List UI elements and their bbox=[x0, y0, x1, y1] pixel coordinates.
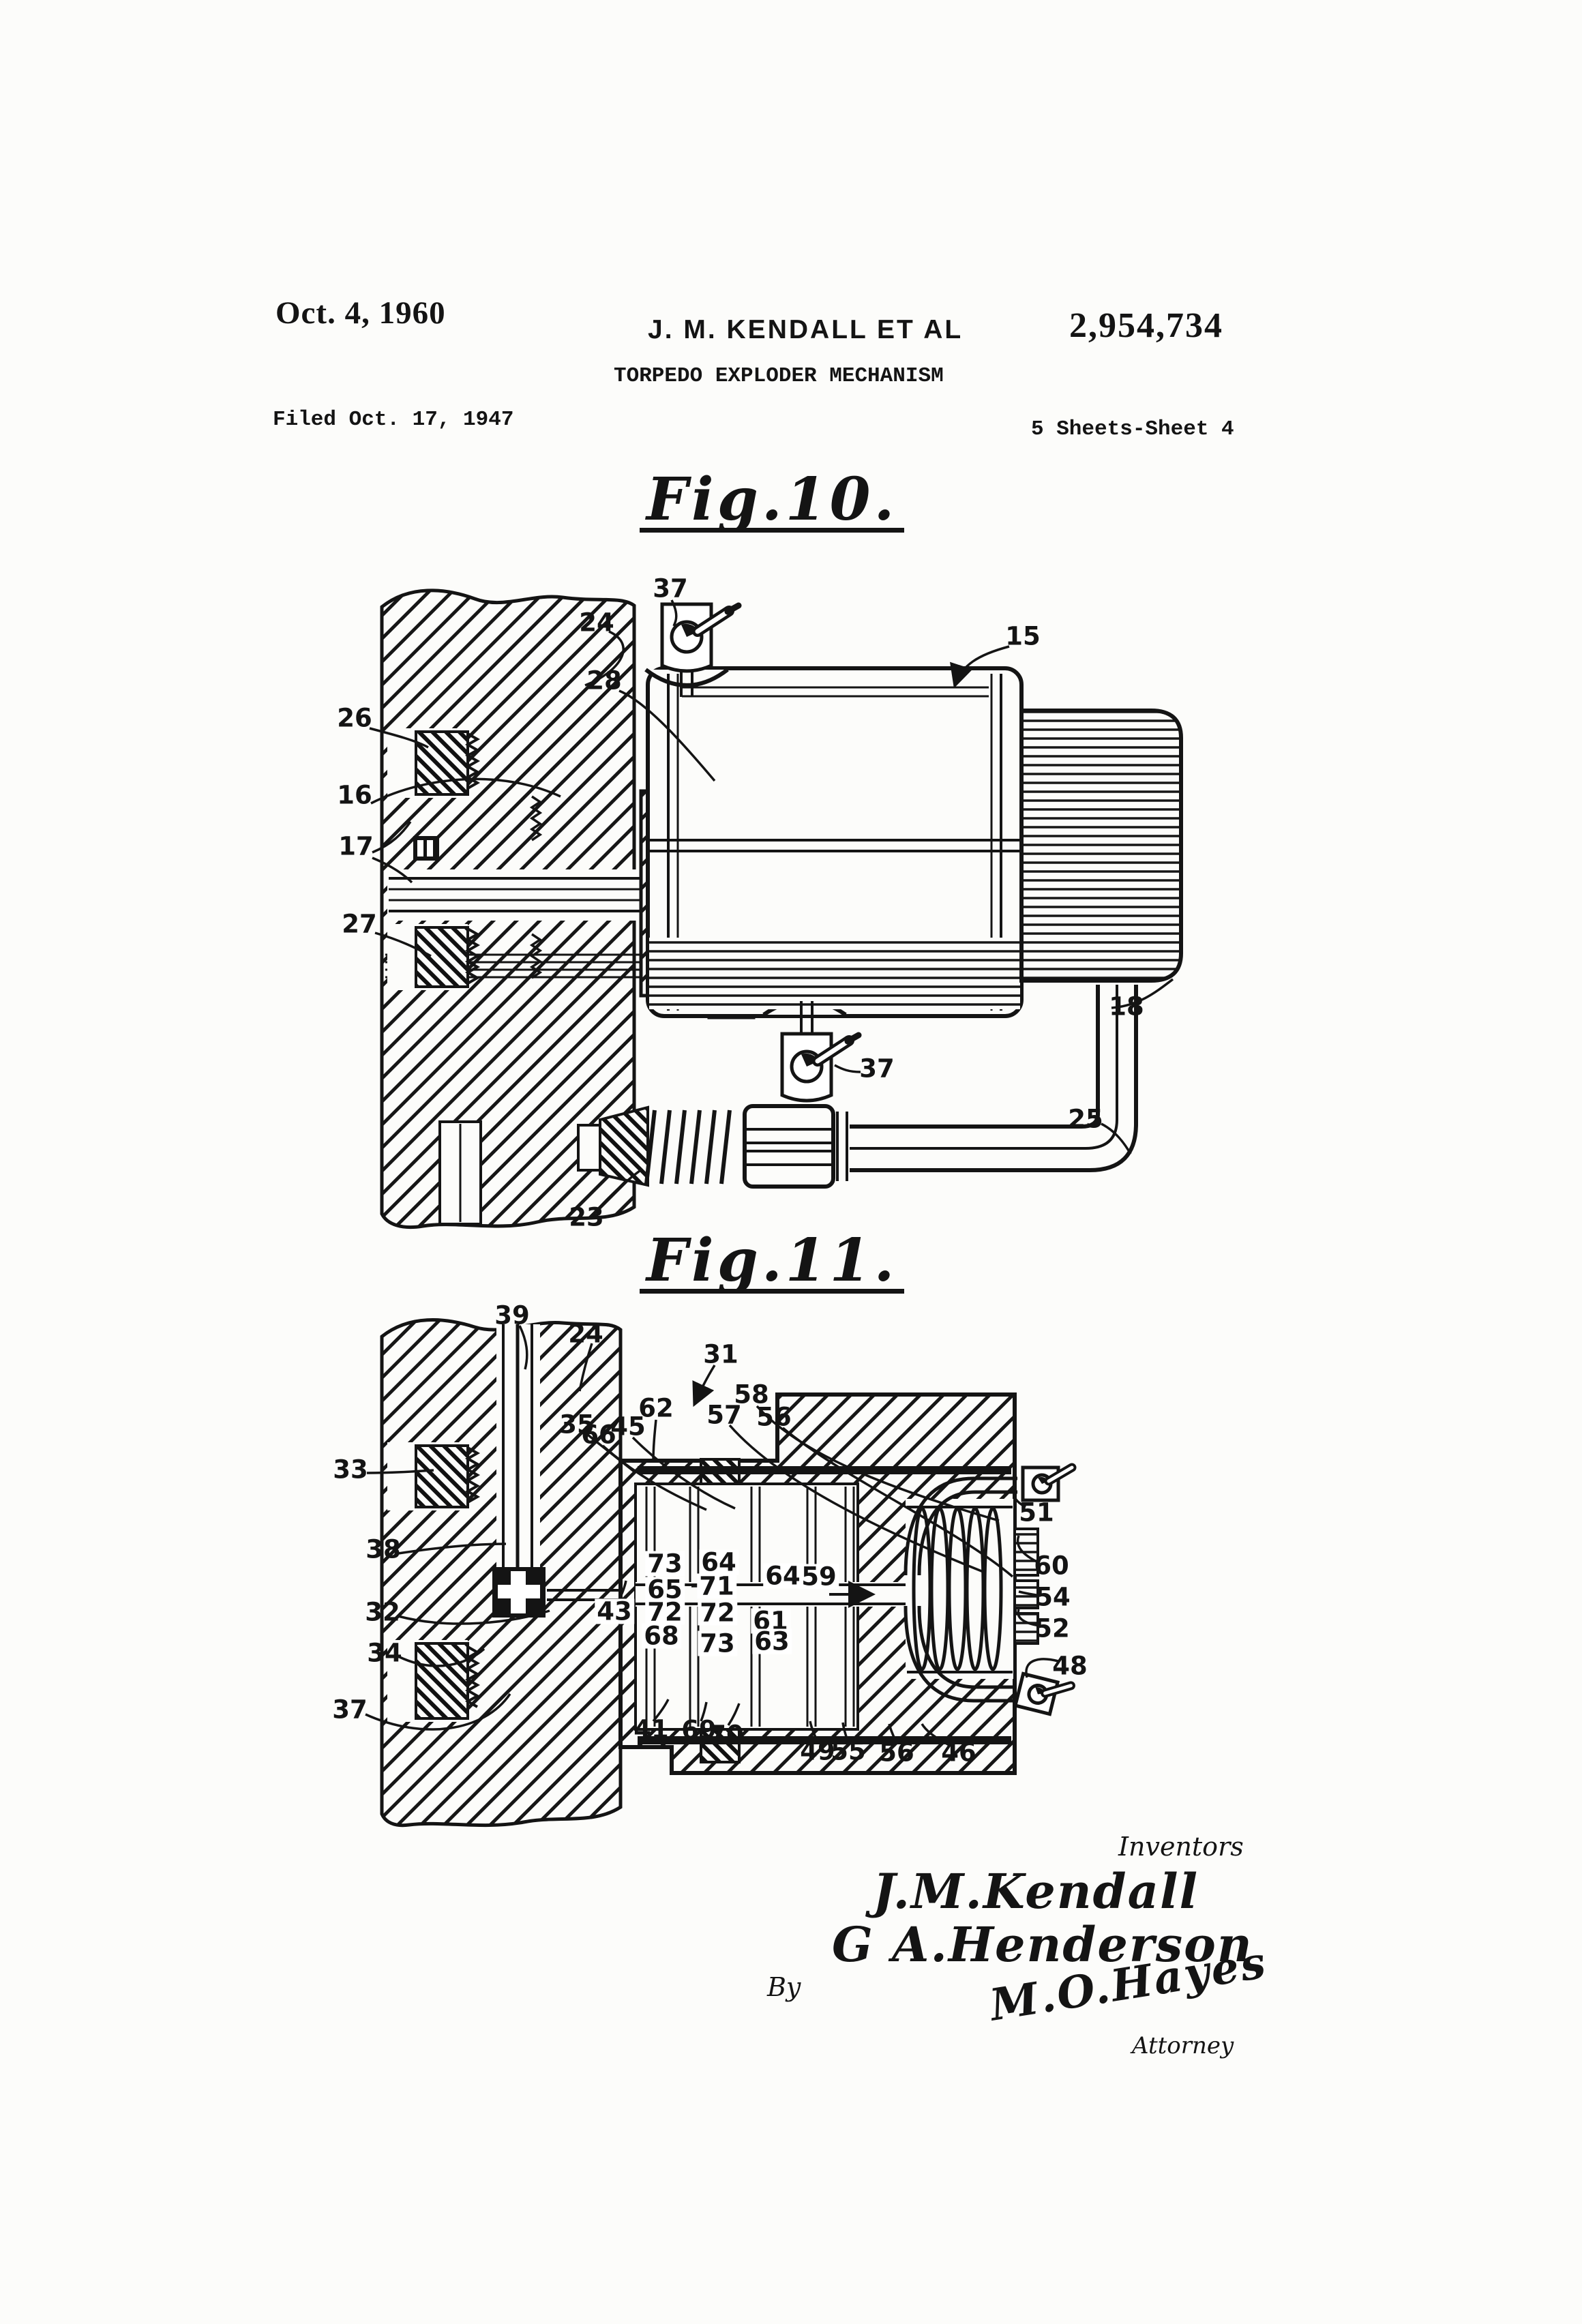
ref-numeral-73a: 73 bbox=[645, 1551, 685, 1577]
ref-numeral-32: 32 bbox=[365, 1597, 400, 1627]
ref-numeral-69: 69 bbox=[681, 1715, 717, 1745]
ref-numeral-56a: 56 bbox=[756, 1402, 792, 1432]
ref-numeral-24b: 24 bbox=[568, 1319, 603, 1349]
ref-numeral-49: 49 bbox=[800, 1736, 835, 1766]
ref-numeral-28: 28 bbox=[586, 666, 622, 696]
ref-numeral-73b: 73 bbox=[698, 1630, 737, 1656]
inventor-names-header: J. M. KENDALL ET AL bbox=[648, 315, 964, 344]
contact-tubes bbox=[904, 1476, 1017, 1703]
terminal-wing-screw-top bbox=[1023, 1468, 1072, 1500]
ref-numeral-55: 55 bbox=[831, 1736, 866, 1766]
ref-numeral-27: 27 bbox=[342, 909, 377, 939]
ref-numeral-54: 54 bbox=[1035, 1582, 1071, 1612]
ref-numeral-64b: 64 bbox=[763, 1563, 803, 1589]
wing-bolt-bottom bbox=[782, 1034, 859, 1101]
figure-11-label: Fig.11. bbox=[640, 1232, 905, 1294]
ref-numeral-62: 62 bbox=[638, 1393, 674, 1423]
inventors-label: Inventors bbox=[1118, 1832, 1244, 1862]
figure-11: 39 24 31 62 58 57 56 35 66 45 33 38 32 3… bbox=[327, 1282, 1241, 1882]
ref-numeral-70: 70 bbox=[708, 1720, 744, 1750]
ref-numeral-24: 24 bbox=[579, 608, 614, 638]
ref-numeral-35: 35 bbox=[559, 1410, 595, 1440]
ref-numeral-41: 41 bbox=[633, 1714, 669, 1744]
ref-numeral-33: 33 bbox=[333, 1455, 368, 1485]
inventor-signature-kendall: J.M.Kendall bbox=[873, 1863, 1199, 1920]
sheet-info: 5 Sheets-Sheet 4 bbox=[1031, 417, 1234, 441]
ref-numeral-64a: 64 bbox=[699, 1549, 738, 1575]
wing-bolt-top bbox=[662, 604, 738, 671]
attorney-label: Attorney bbox=[1132, 2032, 1234, 2059]
ref-numeral-31: 31 bbox=[703, 1339, 738, 1369]
ref-numeral-18: 18 bbox=[1109, 992, 1144, 1022]
figure-10-label: Fig.10. bbox=[640, 471, 905, 533]
ref-numeral-46: 46 bbox=[941, 1738, 976, 1768]
ref-numeral-68: 68 bbox=[642, 1623, 681, 1649]
detonation-tube bbox=[850, 985, 1138, 1172]
ref-numeral-38: 38 bbox=[365, 1534, 401, 1564]
ref-numeral-72a: 72 bbox=[645, 1599, 685, 1625]
by-label: By bbox=[767, 1972, 801, 2002]
patent-title: TORPEDO EXPLODER MECHANISM bbox=[614, 364, 944, 388]
figure-10: 24 37 15 28 26 16 17 27 18 37 25 23 bbox=[327, 566, 1241, 1255]
ref-numeral-23: 23 bbox=[569, 1202, 604, 1232]
ref-numeral-66: 66 bbox=[581, 1420, 616, 1450]
ref-numeral-71: 71 bbox=[697, 1573, 736, 1599]
ref-numeral-39: 39 bbox=[494, 1300, 530, 1330]
ref-numeral-63: 63 bbox=[752, 1628, 792, 1654]
ref-numeral-37b: 37 bbox=[859, 1054, 895, 1084]
ref-numeral-48: 48 bbox=[1052, 1651, 1088, 1681]
ref-numeral-57: 57 bbox=[706, 1400, 742, 1430]
figure-11-drawing bbox=[365, 1318, 1241, 1828]
ref-numeral-51: 51 bbox=[1019, 1498, 1054, 1528]
ref-numeral-15: 15 bbox=[1005, 621, 1041, 651]
ref-numeral-65: 65 bbox=[645, 1577, 685, 1603]
ref-numeral-34: 34 bbox=[367, 1638, 402, 1668]
leader-lines bbox=[369, 599, 1174, 1210]
ref-numeral-16: 16 bbox=[337, 780, 372, 810]
filed-date: Filed Oct. 17, 1947 bbox=[273, 408, 514, 432]
ref-numeral-52: 52 bbox=[1034, 1613, 1070, 1643]
ref-numeral-58: 58 bbox=[734, 1380, 769, 1410]
ref-numeral-60: 60 bbox=[1034, 1551, 1069, 1581]
ref-numeral-37a: 37 bbox=[653, 573, 688, 604]
patent-number: 2,954,734 bbox=[1069, 306, 1223, 345]
pipe-fitting-cone bbox=[599, 1105, 649, 1187]
ref-numeral-72b: 72 bbox=[698, 1600, 737, 1626]
ref-numeral-25: 25 bbox=[1068, 1104, 1103, 1134]
drum-extension bbox=[1019, 709, 1183, 983]
ref-numeral-17: 17 bbox=[338, 831, 374, 861]
inventor-signature-henderson: G A.Henderson bbox=[832, 1916, 1253, 1973]
ref-numeral-37c: 37 bbox=[332, 1695, 368, 1725]
figure-10-drawing bbox=[369, 589, 1183, 1230]
leader-lines bbox=[365, 1325, 1059, 1747]
ref-numeral-45: 45 bbox=[610, 1412, 646, 1442]
ref-numeral-26: 26 bbox=[337, 703, 372, 733]
hex-nut bbox=[743, 1104, 835, 1189]
ref-numeral-43: 43 bbox=[595, 1598, 634, 1624]
ref-numeral-56b: 56 bbox=[879, 1738, 914, 1768]
ref-numeral-59: 59 bbox=[799, 1564, 839, 1590]
patent-date: Oct. 4, 1960 bbox=[275, 295, 446, 331]
